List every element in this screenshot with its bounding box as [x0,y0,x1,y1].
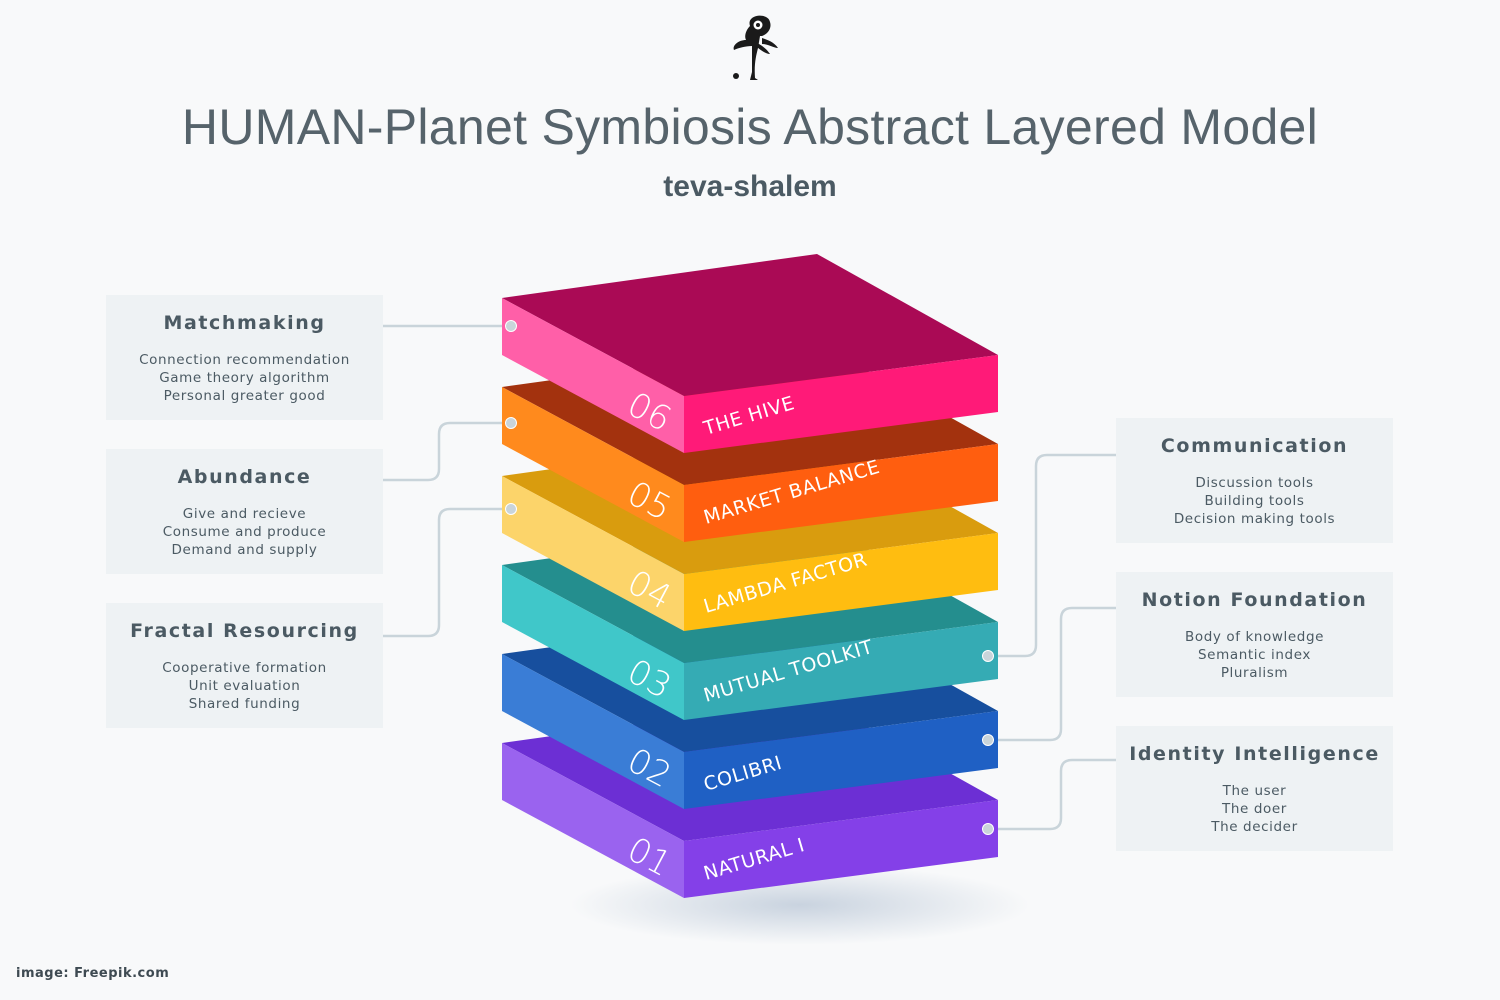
connector-dot [982,734,994,746]
layer-front-face [684,355,998,453]
layer-left-face [502,743,684,898]
layer-front-face [684,533,998,631]
card-line: The decider [1211,819,1298,836]
connector-communication [988,453,1116,658]
card-line: The user [1222,783,1287,799]
card-title: Identity Intelligence [1129,743,1380,765]
connector-dots [505,320,994,835]
card-line: Body of knowledge [1184,629,1325,645]
card-line: Demand and supply [171,542,318,559]
page-title: HUMAN-Planet Symbiosis Abstract Layered … [181,99,1319,155]
card-line: Shared funding [188,696,301,713]
card-line: The doer [1222,801,1287,818]
connector-fractal-resourcing [383,507,510,638]
connector-notion-foundation [988,606,1116,742]
card-line: Discussion tools [1195,475,1314,491]
card-line: Connection recommendation [139,352,350,368]
card-title: Matchmaking [163,312,326,334]
card-line: Game theory algorithm [159,370,330,387]
card-fractal-resourcing: Fractal Resourcing Cooperative formation… [106,603,383,728]
connector-dot [505,417,517,429]
image-credit: image: Freepik.com [16,966,170,981]
card-line: Consume and produce [162,524,327,541]
card-line: Give and recieve [182,506,307,522]
card-title: Notion Foundation [1141,589,1368,611]
connector-lines [383,324,1116,831]
layer-top-face [502,254,998,396]
card-communication: Communication Discussion tools Building … [1116,418,1393,543]
card-line: Decision making tools [1173,511,1336,528]
logo-icon [733,15,778,80]
card-title: Abundance [177,466,312,488]
card-notion-foundation: Notion Foundation Body of knowledge Sema… [1116,572,1393,697]
layer-front-face [684,444,998,542]
layer-left-face [502,476,684,631]
card-line: Unit evaluation [188,678,301,695]
connector-dot [982,650,994,662]
card-identity-intelligence: Identity Intelligence The user The doer … [1116,726,1393,851]
card-title: Communication [1160,435,1349,457]
layer-left-face [502,654,684,809]
layer-front-face [684,711,998,809]
card-line: Semantic index [1198,647,1311,664]
layer-left-face [502,298,684,453]
card-matchmaking: Matchmaking Connection recommendation Ga… [106,295,383,420]
card-line: Personal greater good [163,388,326,405]
layer-left-face [502,387,684,542]
card-line: Pluralism [1220,665,1289,682]
layer-left-face [502,565,684,720]
page-subtitle: teva-shalem [663,170,837,203]
connector-dot [505,320,517,332]
layer-front-face [684,800,998,898]
card-line: Cooperative formation [162,660,327,676]
card-line: Building tools [1204,493,1305,510]
card-title: Fractal Resourcing [130,620,359,642]
card-abundance: Abundance Give and recieve Consume and p… [106,449,383,574]
connector-dot [982,823,994,835]
connector-abundance [383,421,510,482]
layer-front-face [684,622,998,720]
connector-dot [505,503,517,515]
connector-identity-intelligence [988,758,1116,831]
